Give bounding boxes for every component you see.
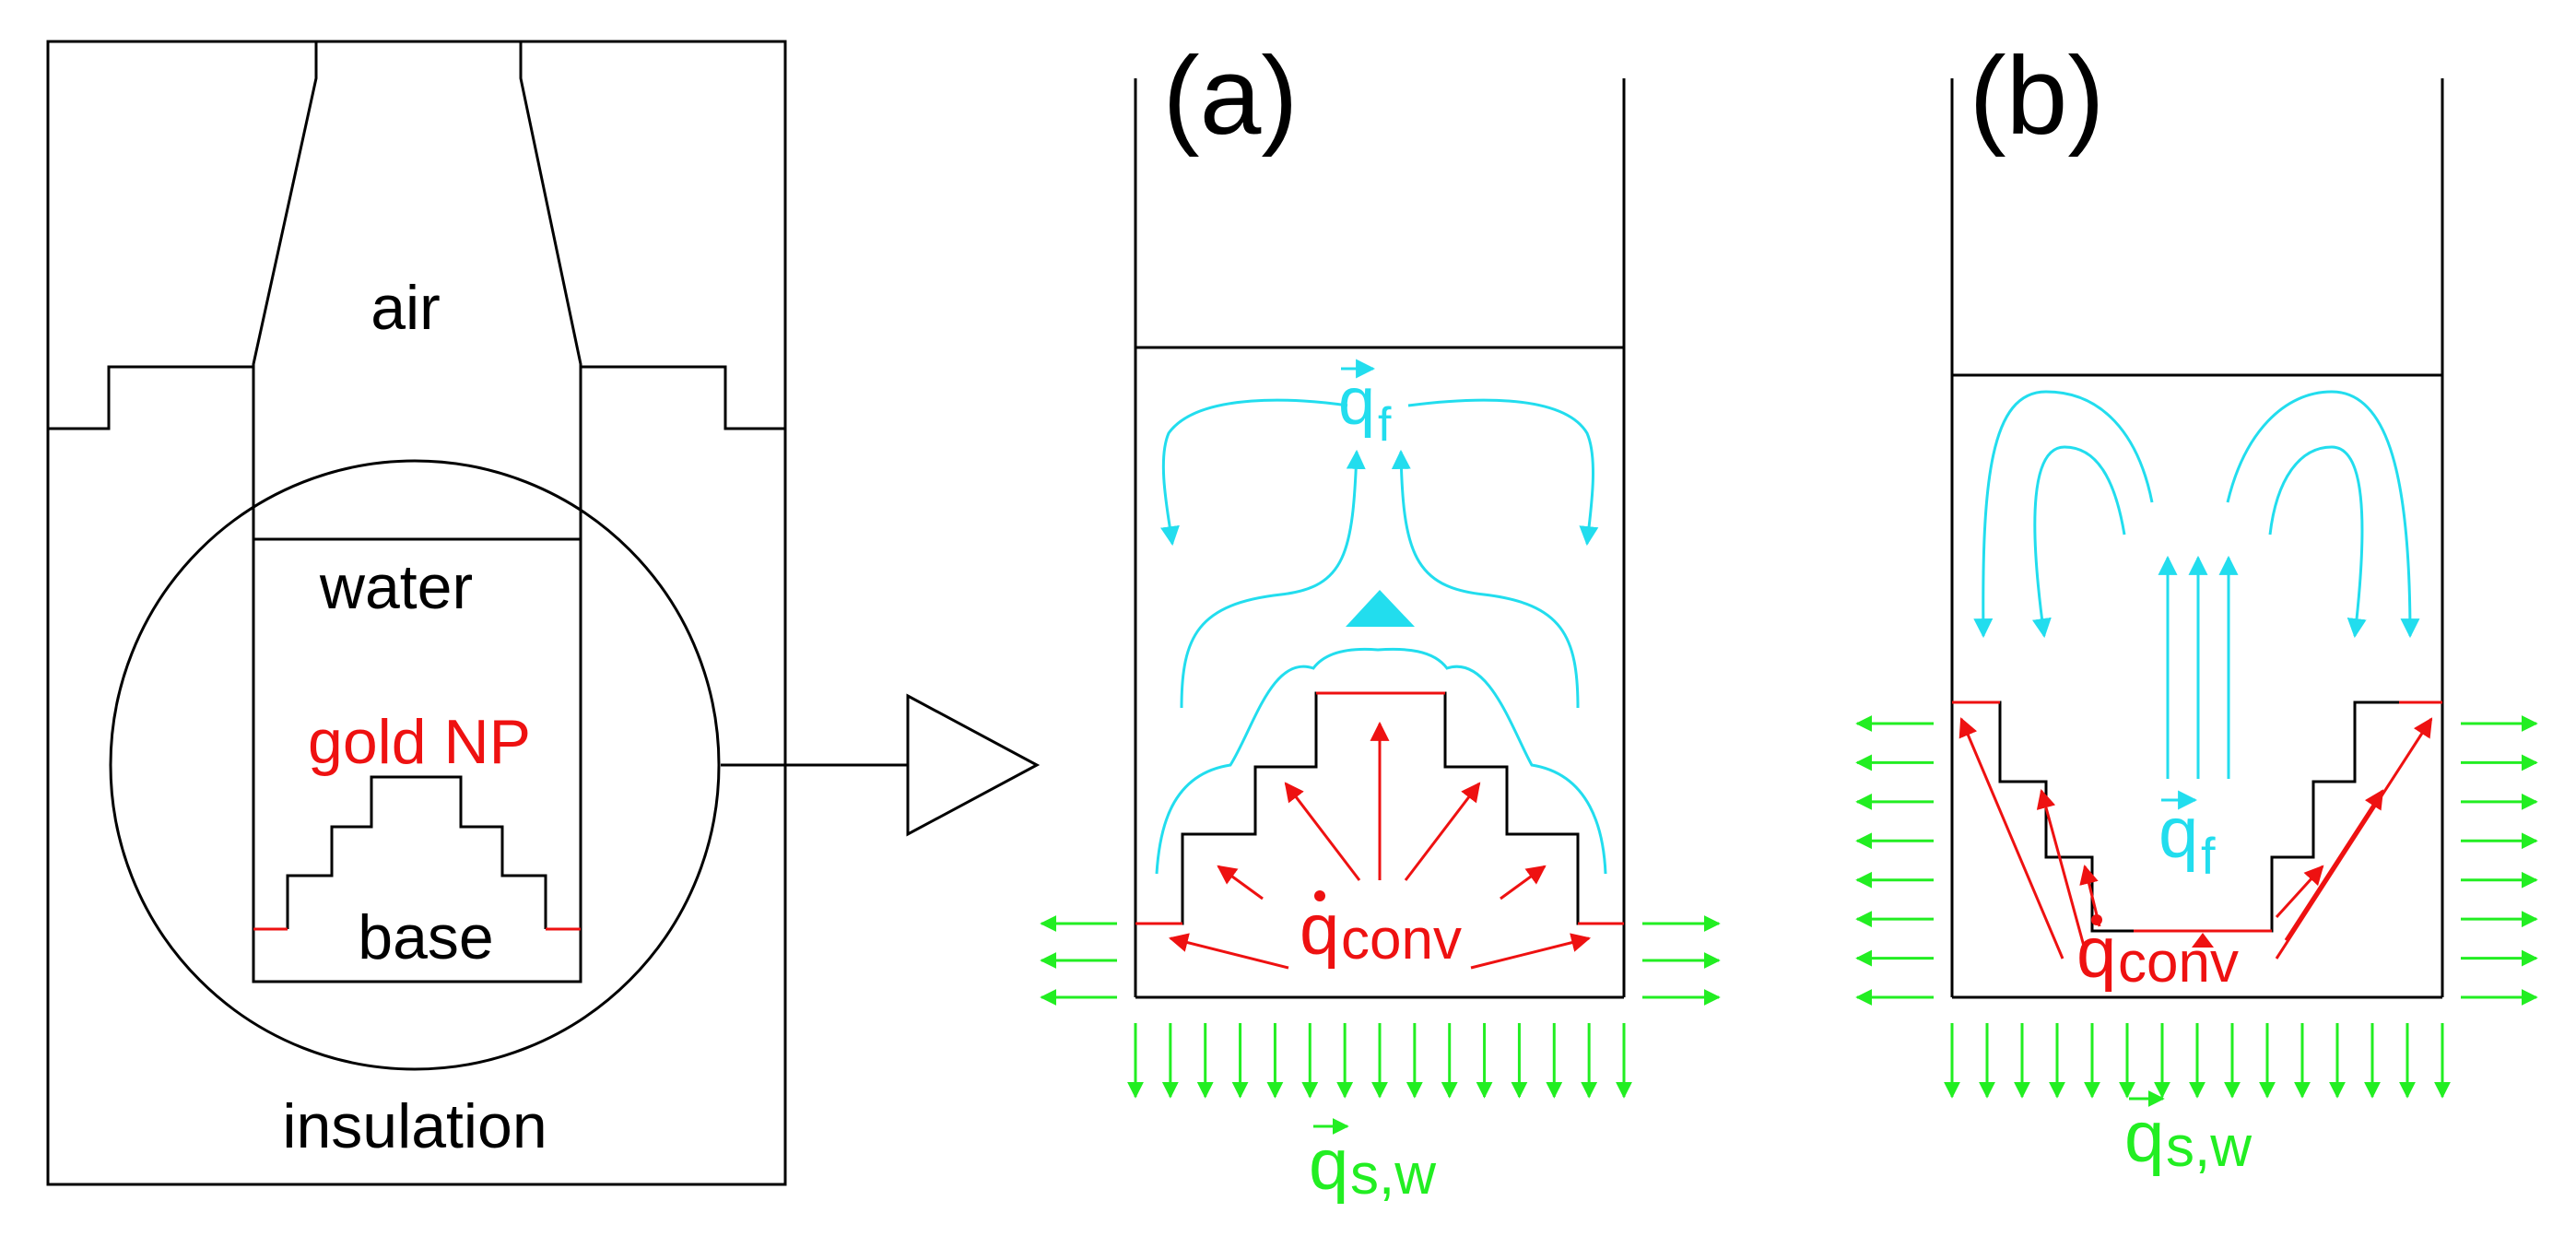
- flow-outer-left: [1180, 449, 1366, 709]
- panel-a-qconv-dot: [1314, 890, 1325, 901]
- panel-a-qconv-sub: conv: [1341, 908, 1462, 971]
- insulation-label: insulation: [282, 1091, 547, 1161]
- panel-a: (a): [1040, 34, 1721, 1207]
- panel-a-qsw-symbol: q: [1309, 1124, 1348, 1205]
- air-funnel-left: [252, 41, 318, 542]
- panel-a-conduction-arrows: [1168, 721, 1592, 970]
- gold-np-label: gold NP: [308, 707, 531, 777]
- insulation-box: [46, 40, 787, 1186]
- panel-a-qconv-symbol: q: [1300, 889, 1339, 970]
- panel-b-qf-label: q f: [2158, 790, 2216, 885]
- panel-a-label: (a): [1163, 34, 1299, 158]
- panel-a-qf-sub: f: [1378, 398, 1392, 452]
- panel-b: (b): [1855, 34, 2538, 1179]
- panel-b-qsw-symbol: q: [2124, 1096, 2164, 1177]
- panel-b-gold-highlight: [1952, 701, 2442, 933]
- panel-a-upflow-arrow: [1346, 590, 1415, 627]
- panel-b-qf-sub: f: [2201, 827, 2216, 885]
- panel-b-qconv-dot: [2091, 914, 2102, 925]
- left-panel-labels: air water gold NP base insulation: [282, 273, 547, 1161]
- recirc-right: [1407, 398, 1599, 547]
- flow-outer-right: [1391, 449, 1580, 709]
- panel-b-label: (b): [1970, 34, 2105, 158]
- panel-a-qsw-sub: s,w: [1350, 1143, 1436, 1207]
- panel-b-side-loss-arrows: [1855, 715, 2538, 1006]
- panel-a-qf-symbol: q: [1338, 365, 1375, 439]
- zoom-arrow-triangle: [906, 693, 1041, 837]
- base-label: base: [358, 902, 493, 972]
- panel-a-qsw-label: q s,w: [1309, 1118, 1436, 1207]
- insulation-step-left: [48, 365, 253, 430]
- panel-a-fluid-flow: [1155, 398, 1607, 875]
- panel-b-qf-symbol: q: [2158, 792, 2198, 873]
- loop-left-inner: [2032, 445, 2126, 639]
- flow-inner: [1155, 647, 1607, 875]
- panel-a-qf-label: q f: [1338, 359, 1392, 452]
- loop-right-inner: [2268, 445, 2367, 639]
- panel-a-bottom-loss-arrows: [1127, 1023, 1632, 1099]
- panel-b-qconv-sub: conv: [2118, 931, 2239, 995]
- zoom-circle: [109, 459, 721, 1071]
- water-label: water: [319, 552, 473, 622]
- gold-np-stairs-right: [417, 775, 547, 929]
- gold-np-stairs-left: [286, 775, 417, 929]
- panel-a-losses: [1040, 915, 1721, 1006]
- panel-b-center-arrowhead: [2192, 933, 2214, 948]
- gold-np-highlight: [253, 927, 581, 931]
- panel-b-qconv-label: q conv: [2076, 912, 2239, 995]
- recirc-left: [1160, 398, 1348, 547]
- panel-b-qsw-label: q s,w: [2124, 1090, 2252, 1179]
- panel-a-qconv-label: q conv: [1300, 889, 1462, 971]
- air-label: air: [371, 273, 441, 343]
- water-cell: [252, 537, 582, 983]
- panel-b-bottom-loss-arrows: [1944, 1023, 2451, 1099]
- setup-schematic: [46, 40, 1041, 1186]
- loop-left-outer: [1973, 390, 2154, 639]
- insulation-step-right: [581, 365, 785, 430]
- panel-a-gold-top-highlight: [1135, 691, 1624, 925]
- loop-right-outer: [2226, 390, 2420, 639]
- panel-b-fluid-flow: [1973, 390, 2420, 779]
- air-funnel-right: [519, 41, 582, 542]
- panel-b-qsw-sub: s,w: [2166, 1115, 2252, 1179]
